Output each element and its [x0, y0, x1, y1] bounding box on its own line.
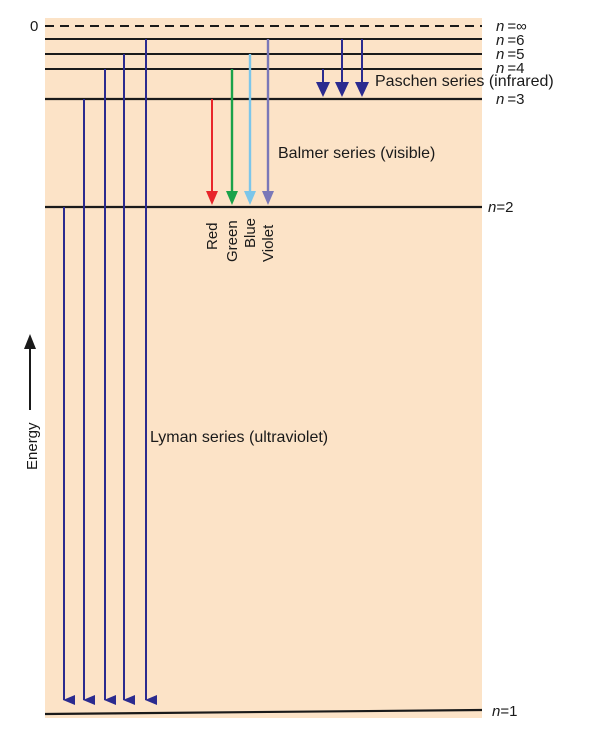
balmer-label-green: Green — [224, 220, 241, 262]
balmer-label-red: Red — [204, 222, 221, 250]
balmer-series-label: Balmer series (visible) — [278, 145, 435, 162]
level-label-1: n=1 — [492, 703, 517, 720]
paschen-arrowhead-5-3 — [335, 82, 349, 97]
paschen-arrowhead-4-3 — [316, 82, 330, 97]
paschen-arrowhead-6-3 — [355, 82, 369, 97]
level-label-4: n=4 — [496, 60, 524, 77]
level-label-5: n=5 — [496, 46, 524, 63]
paschen-series-label: Paschen series (infrared) — [375, 73, 554, 90]
zero-label: 0 — [30, 18, 38, 35]
level-line-1 — [44, 708, 483, 716]
level-label-inf: n=∞ — [496, 18, 527, 35]
balmer-arrowhead-violet — [262, 191, 274, 205]
level-label-6: n=6 — [496, 32, 524, 49]
energy-label: Energy — [24, 422, 41, 470]
energy-panel — [45, 18, 482, 718]
lyman-series-label: Lyman series (ultraviolet) — [150, 429, 328, 446]
level-label-3: n=3 — [496, 91, 524, 108]
balmer-label-violet: Violet — [260, 224, 277, 262]
balmer-arrowhead-red — [206, 191, 218, 205]
balmer-arrowhead-blue — [244, 191, 256, 205]
balmer-arrowhead-green — [226, 191, 238, 205]
energy-axis-arrowhead — [24, 334, 36, 349]
balmer-label-blue: Blue — [242, 218, 259, 248]
level-label-2: n=2 — [488, 199, 513, 216]
